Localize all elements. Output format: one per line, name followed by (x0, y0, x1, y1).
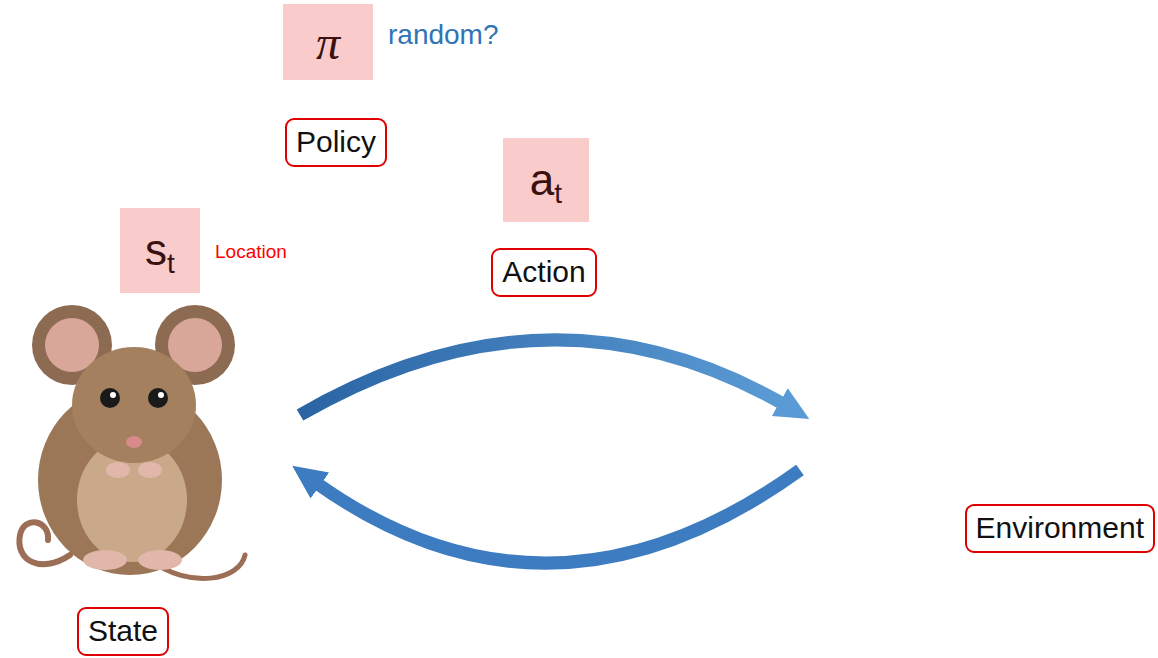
node-label: Environment (976, 511, 1144, 545)
environment-box: Environment (965, 504, 1155, 553)
cycle-arrow (300, 340, 785, 415)
node-label: Policy (296, 125, 376, 159)
policy-box: Policy (285, 118, 387, 167)
mouse-illustration (19, 305, 245, 579)
state-box: State (77, 607, 169, 656)
node-label: Action (502, 255, 585, 289)
math-symbol: a (530, 155, 554, 205)
cycle-arrow (315, 470, 800, 563)
action-symbol: at (503, 138, 589, 222)
annotation: random? (388, 19, 499, 51)
policy-symbol: π (283, 4, 373, 80)
math-symbol: π (316, 15, 340, 70)
node-label: State (88, 614, 158, 648)
annotation: Location (215, 241, 287, 263)
action-box: Action (491, 248, 596, 297)
math-symbol: s (145, 225, 167, 275)
subscript: t (167, 248, 175, 280)
subscript: t (554, 178, 562, 210)
state-symbol: st (120, 208, 200, 293)
